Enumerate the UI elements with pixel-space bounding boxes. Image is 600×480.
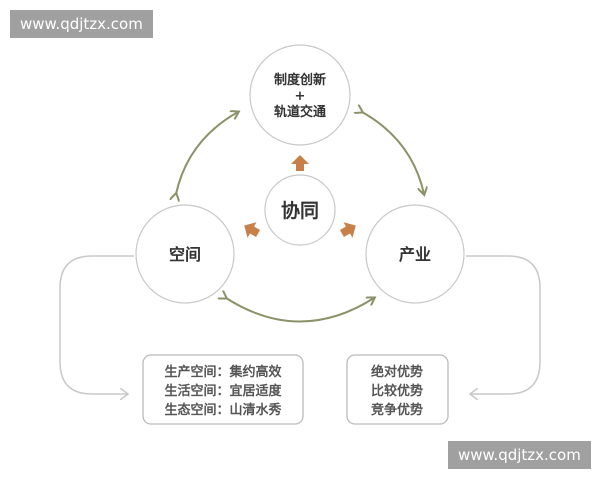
left-box-line1: 生产空间：集约高效 <box>164 364 282 380</box>
watermark-top: www.qdjtzx.com <box>10 10 153 38</box>
orange-arrow-up <box>291 155 309 171</box>
left-box-line2: 生活空间：宜居适度 <box>164 383 282 399</box>
grey-loop-right <box>466 255 541 394</box>
center-node-circle <box>264 174 336 246</box>
watermark-bottom: www.qdjtzx.com <box>448 441 591 469</box>
arrow-left-right <box>226 298 374 323</box>
top-node-circle <box>249 44 351 146</box>
left-box <box>142 354 304 425</box>
right-node-label: 产业 <box>399 245 431 264</box>
top-node-line3: 轨道交通 <box>274 104 326 120</box>
center-node-label: 协同 <box>281 199 319 222</box>
top-node-line2: + <box>295 89 306 104</box>
arrow-top-right <box>362 112 424 194</box>
top-node-line1: 制度创新 <box>274 72 326 88</box>
right-box-line1: 绝对优势 <box>371 364 423 380</box>
right-node-circle <box>365 204 465 304</box>
left-node-circle <box>135 204 235 304</box>
left-box-line3: 生态空间：山清水秀 <box>164 402 282 418</box>
orange-arrow-right <box>339 222 356 238</box>
left-node-label: 空间 <box>169 245 201 264</box>
right-box-line3: 竞争优势 <box>371 402 423 418</box>
grey-loop-left <box>59 255 134 394</box>
arrow-top-left <box>176 112 238 194</box>
orange-arrow-left <box>244 222 261 238</box>
right-box <box>346 354 449 425</box>
right-box-line2: 比较优势 <box>371 383 423 399</box>
